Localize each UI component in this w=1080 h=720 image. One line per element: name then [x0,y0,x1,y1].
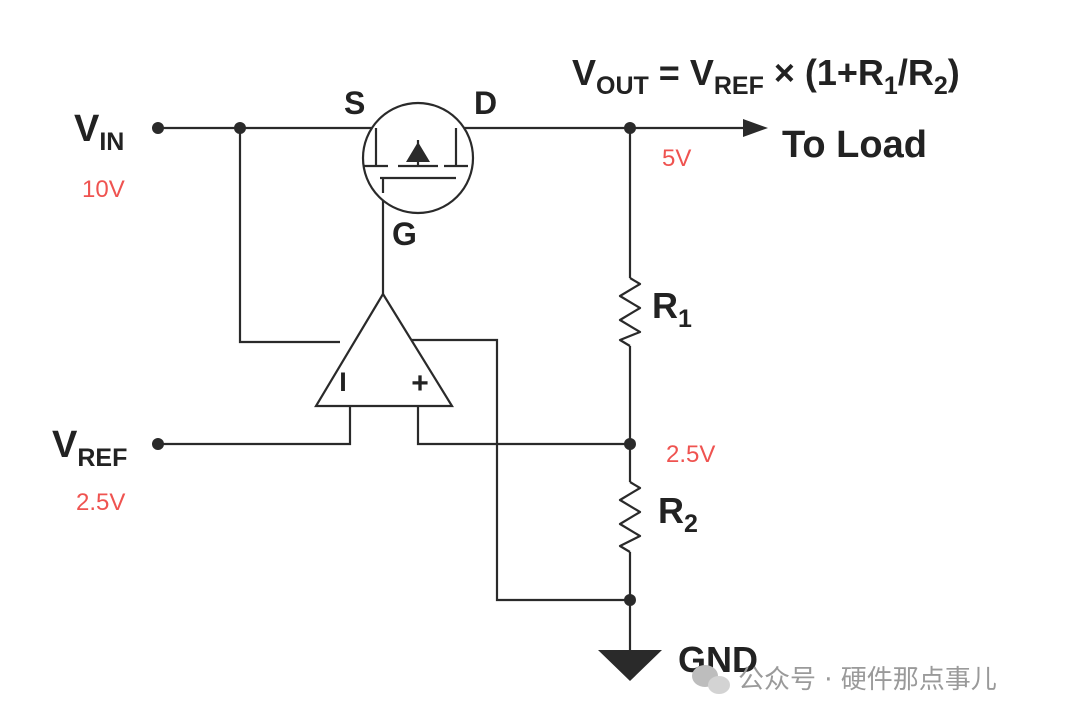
opamp-noninverting-label: + [411,367,429,400]
wires [158,126,745,650]
output-formula: VOUT = VREF × (1+R1/R2) [572,52,960,100]
mosfet-arrow-icon [406,142,430,162]
watermark: 公众号 · 硬件那点事儿 [692,665,997,695]
mosfet [361,101,475,215]
vout-junction-dot [624,122,636,134]
vin-label: VIN [74,108,124,156]
vin-junction-dot [234,122,246,134]
mosfet-gate-label: G [392,216,417,252]
to-load-label: To Load [782,124,927,166]
vref-label: VREF [52,424,127,472]
r2-label: R2 [658,490,698,538]
ground-icon [598,650,662,681]
vout-voltage: 5V [662,145,691,172]
ground-junction-dot [624,594,636,606]
vin-terminal-dot [152,122,164,134]
resistor-r1 [618,277,642,347]
opamp-inverting-label: I [339,367,347,397]
vref-terminal-dot [152,438,164,450]
watermark-text: 公众号 · 硬件那点事儿 [738,665,997,695]
opamp: I + [314,291,454,408]
wire-noninverting-divider [416,406,630,446]
r1-label: R1 [652,285,692,333]
opamp-triangle [314,291,454,408]
wire-vref-inverting [158,406,352,446]
to-load-arrow-icon [743,119,768,137]
gnd-label: GND [678,639,758,680]
vref-voltage: 2.5V [76,489,125,516]
wire-vin-opamp [238,128,340,344]
vin-voltage: 10V [82,176,125,203]
wire-opamp-ground-return [410,338,630,602]
resistor-r2 [618,481,642,553]
mosfet-source-label: S [344,85,365,121]
wechat-icon [692,665,730,694]
mosfet-drain-label: D [474,85,497,121]
mid-voltage: 2.5V [666,441,715,468]
divider-mid-dot [624,438,636,450]
